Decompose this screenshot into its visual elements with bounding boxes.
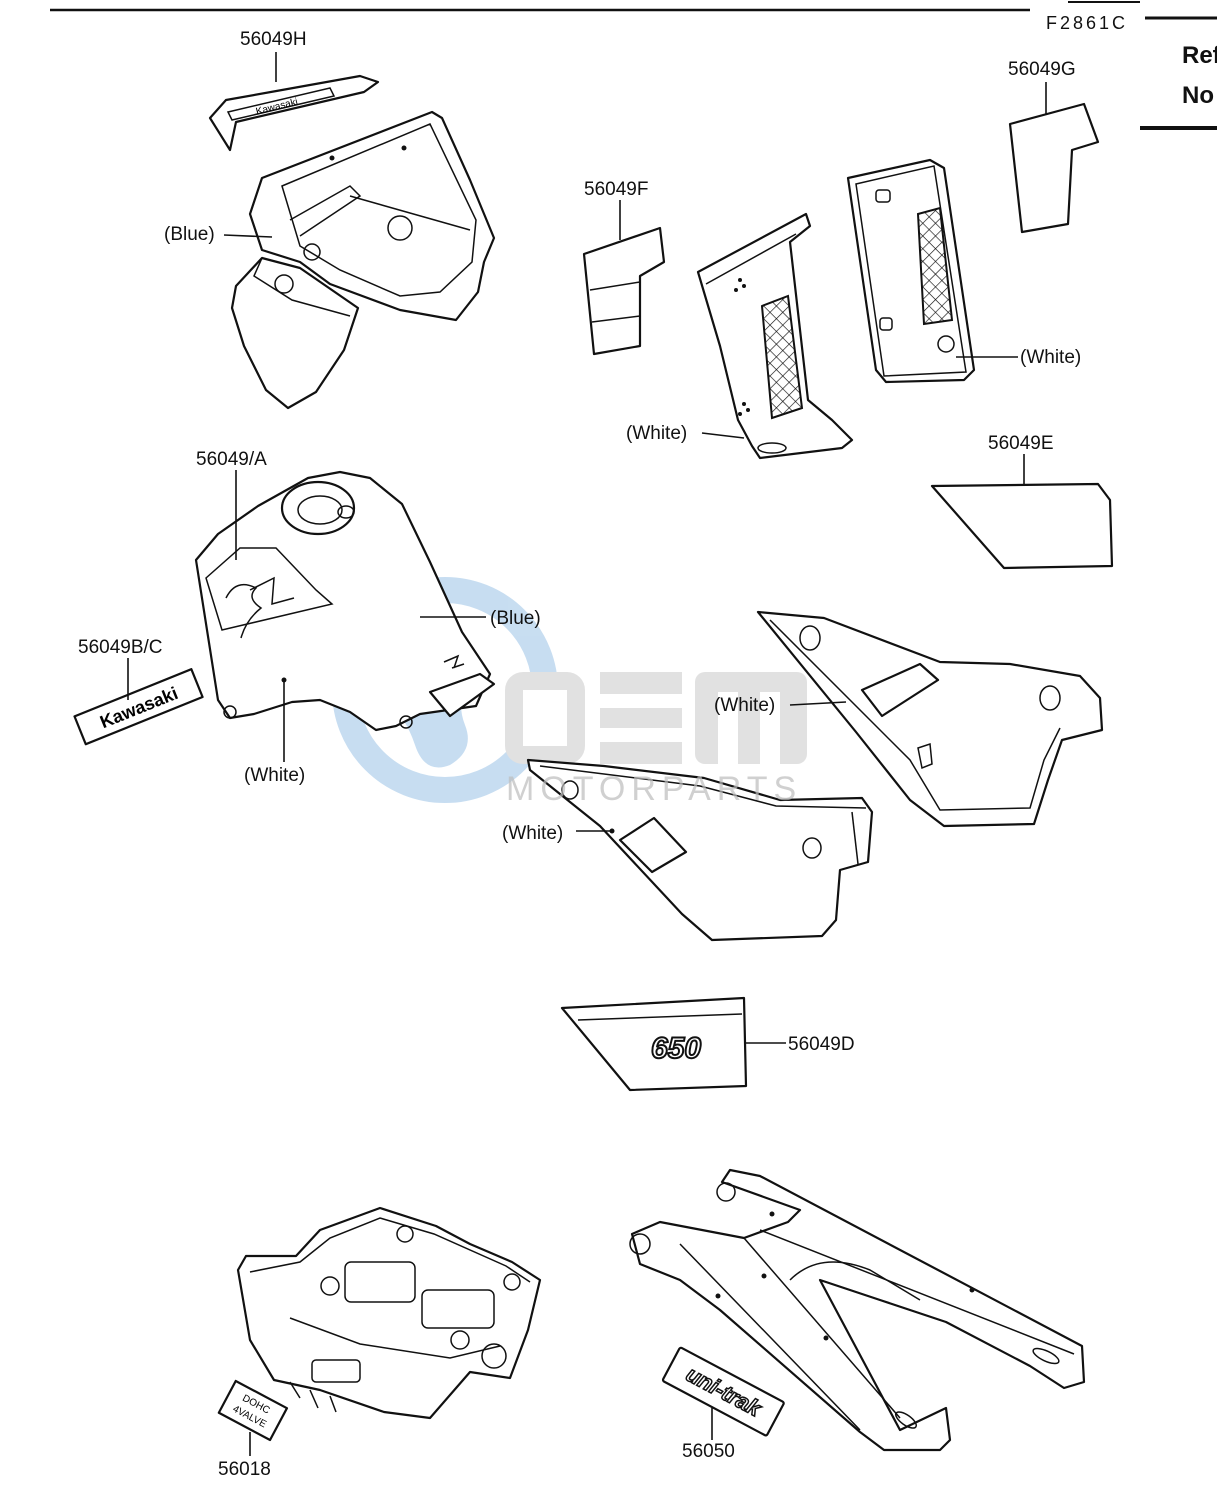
color-note-fairing: (Blue) <box>164 224 215 245</box>
color-note-tank-lower: (White) <box>244 765 306 786</box>
dohc-plate: DOHC 4VALVE <box>217 1379 289 1442</box>
part-label-56049E: 56049E <box>988 433 1054 454</box>
decal-56049F <box>582 226 666 356</box>
part-label-56049F: 56049F <box>584 179 649 200</box>
color-note-side-cover-rear: (White) <box>1020 347 1082 368</box>
color-note-side-panel-left: (White) <box>502 823 564 844</box>
decal-56049E <box>930 482 1114 570</box>
cylinder-head <box>236 1206 542 1420</box>
color-note-side-cover-front: (White) <box>626 423 688 444</box>
part-label-56049G: 56049G <box>1008 59 1076 80</box>
part-label-56018: 56018 <box>218 1459 271 1480</box>
part-label-56049D: 56049D <box>788 1034 855 1055</box>
side-note-ref: Ref <box>1182 42 1217 69</box>
part-label-56049BC: 56049B/C <box>78 637 163 658</box>
engine-size-text: 650 <box>651 1032 701 1065</box>
watermark-tagline: MOTORPARTS <box>506 770 803 808</box>
color-note-side-panel-right: (White) <box>714 695 776 716</box>
side-note-no: No <box>1182 82 1214 109</box>
color-note-tank-upper: (Blue) <box>490 608 541 629</box>
unitrak-decal: uni-trak <box>661 1346 785 1437</box>
figure-code: F2861C <box>1046 13 1129 33</box>
kawasaki-decal: Kawasaki <box>73 668 204 746</box>
rear-side-cover <box>846 158 976 384</box>
part-label-56049H: 56049H <box>240 29 307 50</box>
engine-size-decal: 650 <box>560 996 748 1092</box>
left-side-panel <box>526 758 874 942</box>
part-label-56050: 56050 <box>682 1441 735 1462</box>
swingarm <box>629 1168 1086 1452</box>
front-side-cover <box>696 212 854 460</box>
decal-56049G <box>1008 102 1100 234</box>
fuel-tank <box>194 470 496 732</box>
part-label-56049A: 56049/A <box>196 449 267 470</box>
right-side-panel <box>756 610 1104 828</box>
fairing-top-decal: Kawasaki <box>208 74 380 152</box>
front-fairing <box>230 110 496 410</box>
